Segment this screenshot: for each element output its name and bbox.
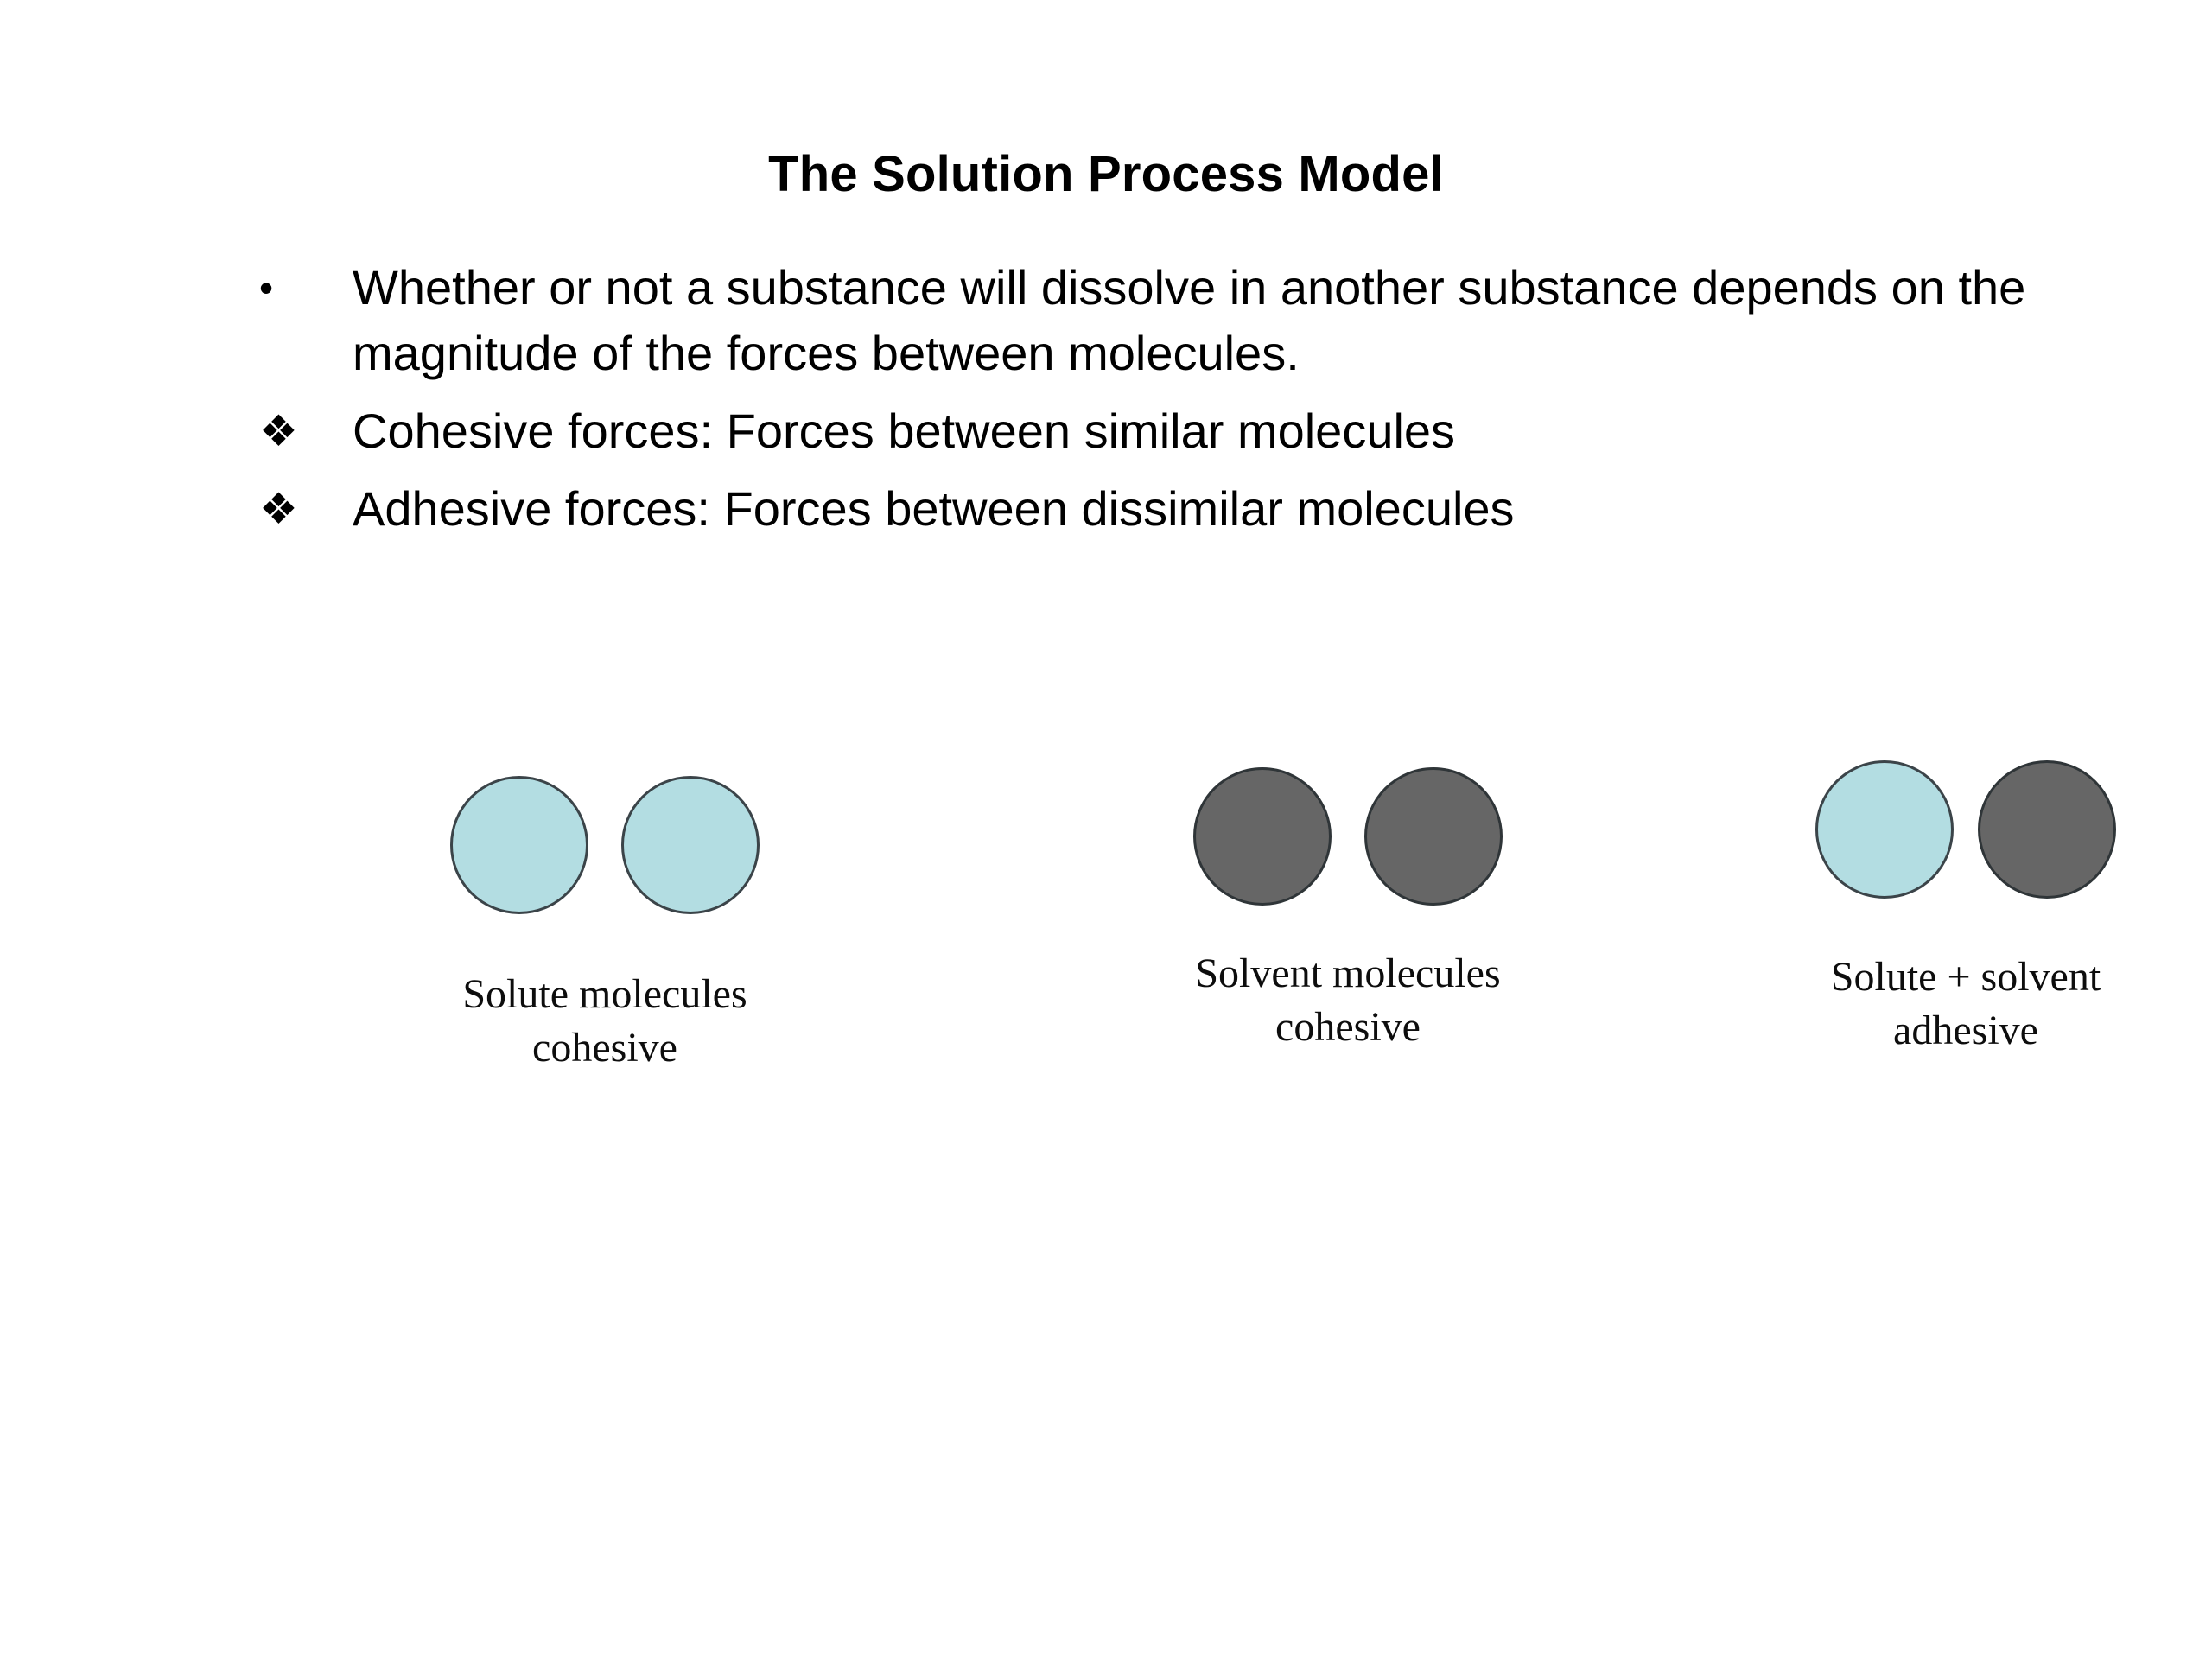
round-bullet-icon: • <box>259 265 274 310</box>
bullet-list: • Whether or not a substance will dissol… <box>259 255 2143 554</box>
molecule-pair-adhesive <box>1741 760 2190 933</box>
solute-molecule-circle <box>450 776 588 914</box>
page-title: The Solution Process Model <box>768 146 1444 202</box>
molecule-group-adhesive-caption: Solute + solvent adhesive <box>1741 950 2190 1058</box>
solvent-molecule-circle <box>1364 767 1503 906</box>
molecule-pair-solvent <box>1123 760 1573 940</box>
solute-molecule-circle <box>1815 760 1954 899</box>
diamond-bullet-icon: ❖ <box>259 485 298 533</box>
solvent-molecule-circle <box>1193 767 1332 906</box>
caption-line-2: cohesive <box>1275 1004 1421 1050</box>
bullet-item-1-text: Whether or not a substance will dissolve… <box>353 260 2026 380</box>
bullet-item-3-text: Adhesive forces: Forces between dissimil… <box>353 481 1515 536</box>
caption-line-1: Solute + solvent <box>1830 954 2101 1000</box>
diamond-bullet-icon: ❖ <box>259 407 298 455</box>
molecule-group-solute: Solute molecules cohesive <box>380 760 830 1075</box>
molecule-diagram: Solute molecules cohesive Solvent molecu… <box>0 760 2212 1158</box>
molecule-group-solvent-caption: Solvent molecules cohesive <box>1123 947 1573 1054</box>
caption-line-2: adhesive <box>1893 1007 2038 1053</box>
caption-line-2: cohesive <box>532 1025 677 1071</box>
molecule-group-solute-caption: Solute molecules cohesive <box>380 968 830 1075</box>
bullet-item-2-text: Cohesive forces: Forces between similar … <box>353 404 1456 458</box>
bullet-item-2: ❖ Cohesive forces: Forces between simila… <box>259 398 2143 464</box>
molecule-pair-solute <box>380 760 830 949</box>
molecule-group-solvent: Solvent molecules cohesive <box>1123 760 1573 1054</box>
caption-line-1: Solute molecules <box>462 971 747 1017</box>
solvent-molecule-circle <box>1978 760 2116 899</box>
bullet-item-3: ❖ Adhesive forces: Forces between dissim… <box>259 476 2143 542</box>
molecule-group-adhesive: Solute + solvent adhesive <box>1741 760 2190 1058</box>
caption-line-1: Solvent molecules <box>1195 950 1501 996</box>
bullet-item-1: • Whether or not a substance will dissol… <box>259 255 2143 386</box>
solute-molecule-circle <box>621 776 760 914</box>
